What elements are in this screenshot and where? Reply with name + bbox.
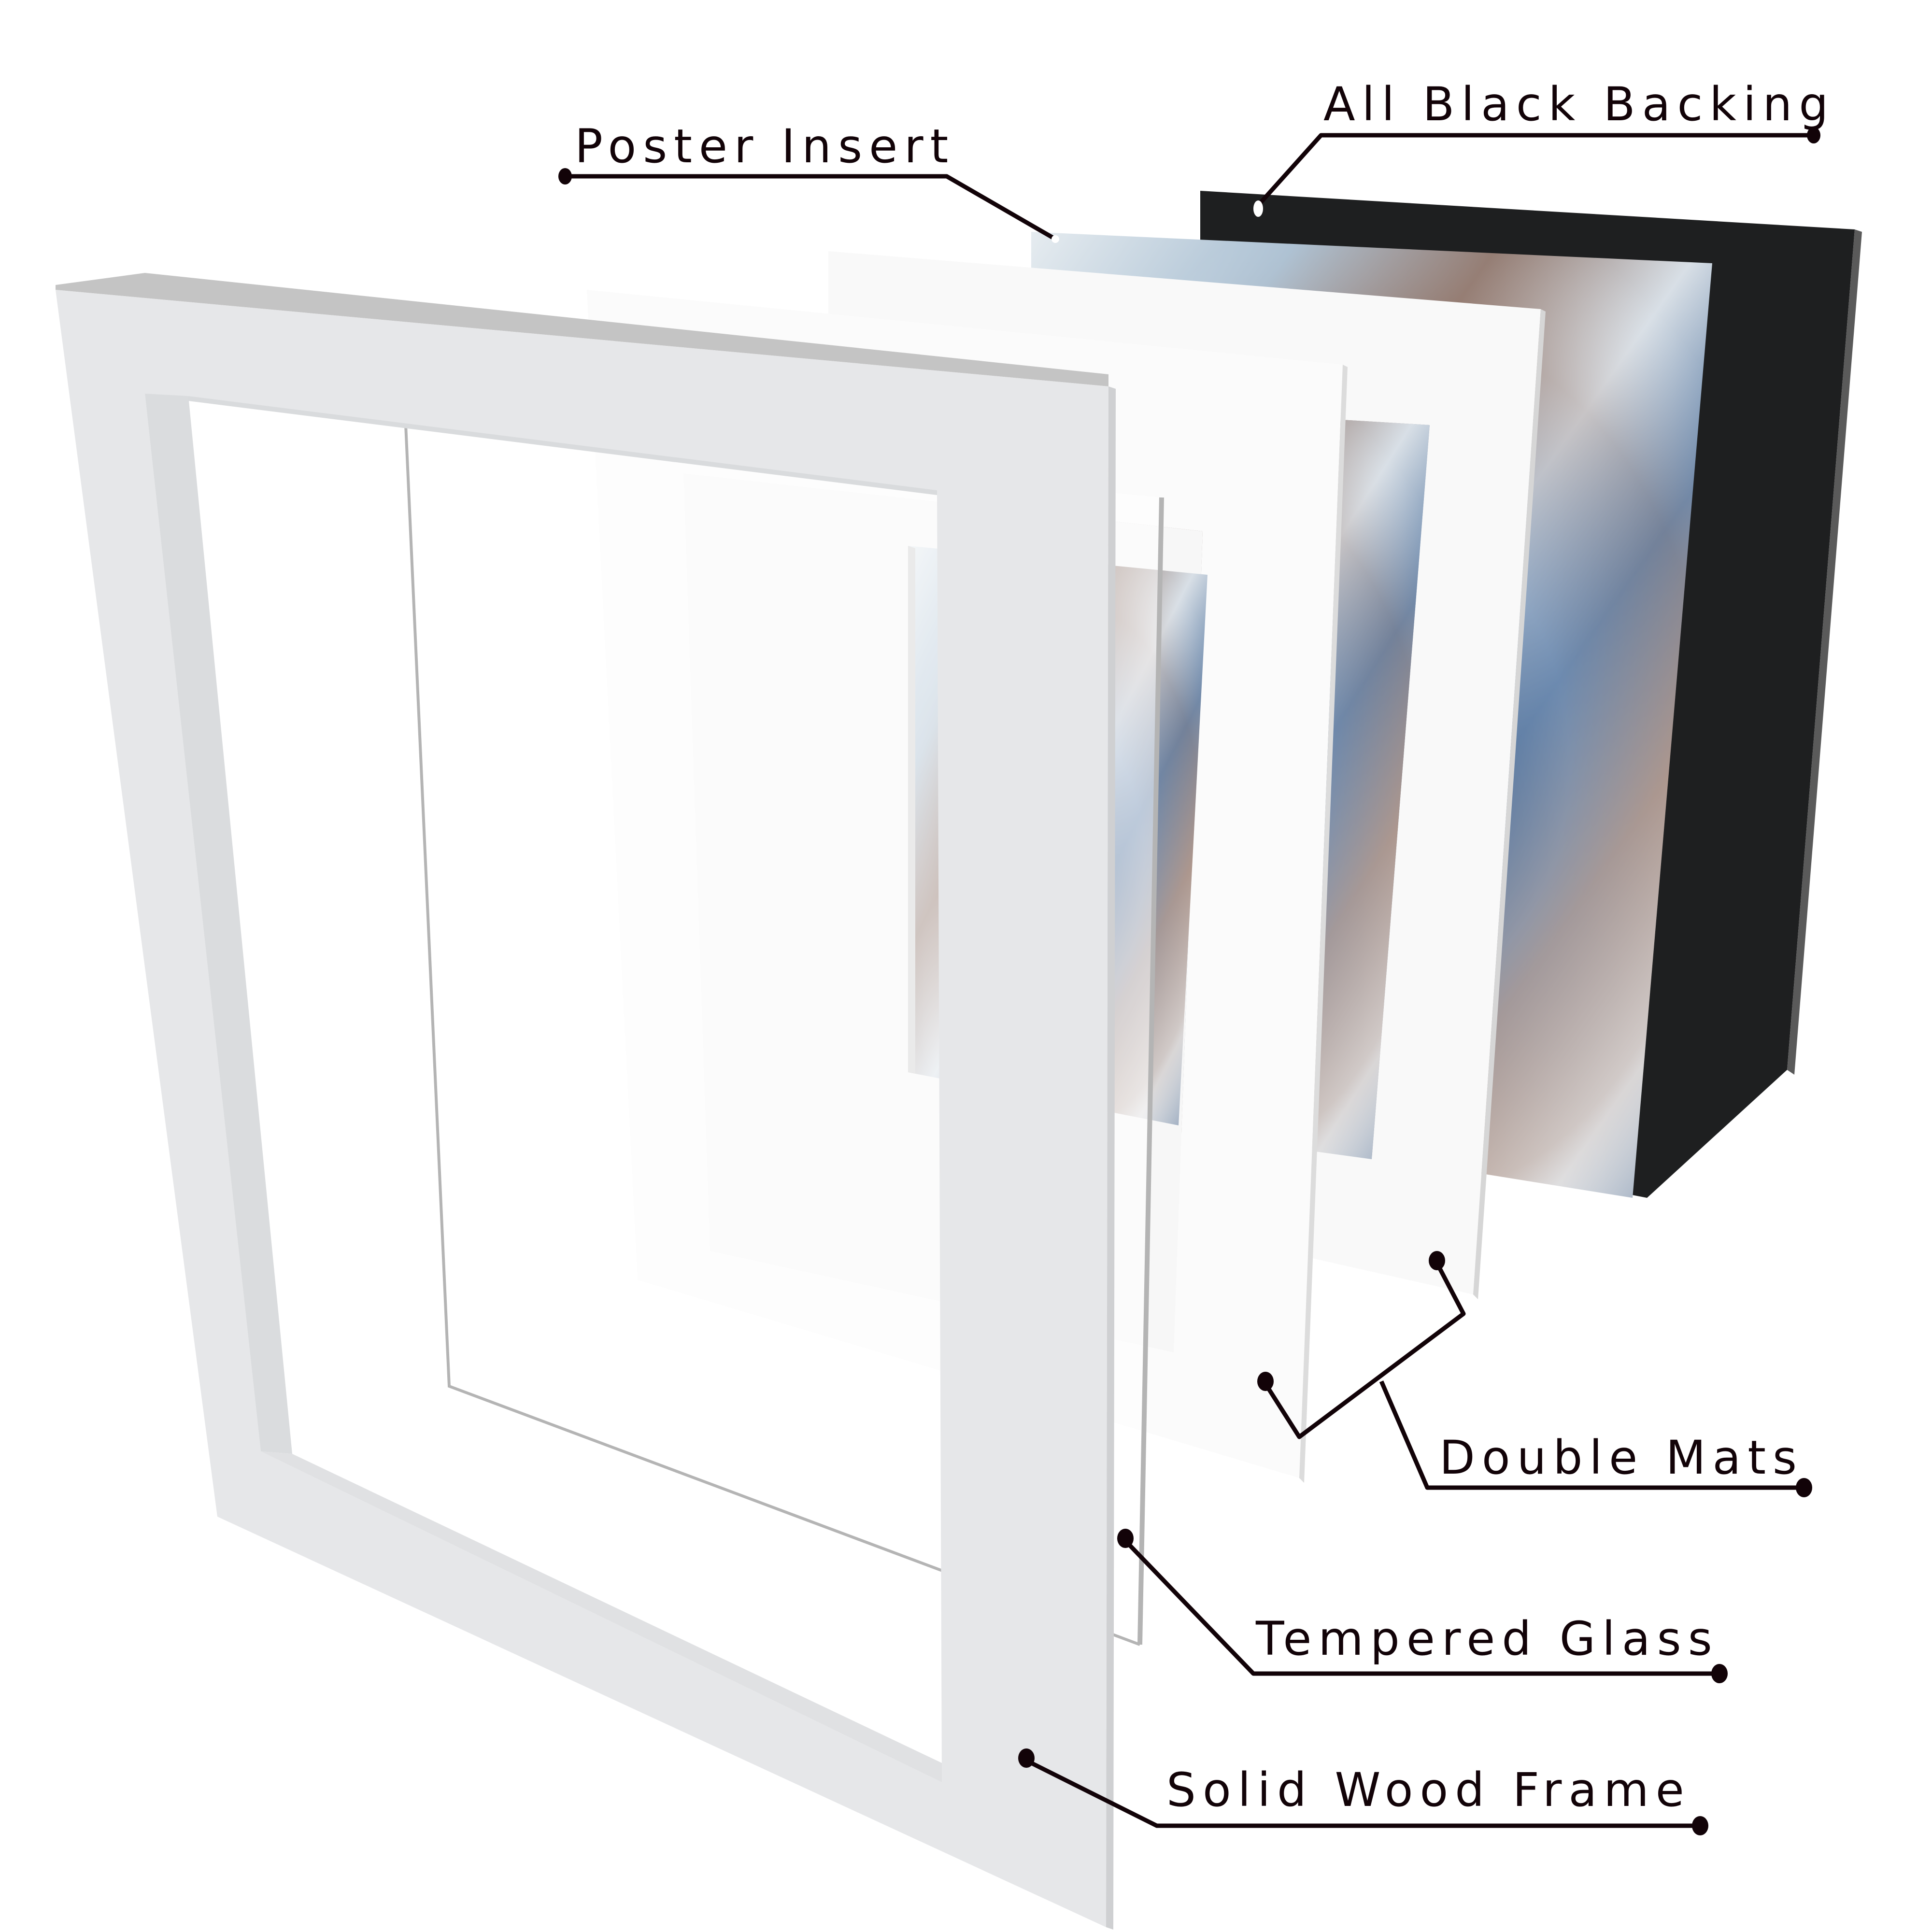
dot-backing-end <box>1807 127 1820 143</box>
label-all-black-backing: All Black Backing <box>1323 77 1835 131</box>
solid-wood-frame <box>56 273 1116 1930</box>
leader-all-black-backing <box>1256 133 1814 207</box>
leader-double-mats-stem <box>1379 1380 1804 1490</box>
label-double-mats: Double Mats <box>1439 1431 1804 1485</box>
dot-glass-end <box>1711 1664 1728 1683</box>
dot-double-mats-end <box>1796 1478 1812 1497</box>
leader-poster-insert <box>565 174 1057 241</box>
label-solid-wood-frame: Solid Wood Frame <box>1166 1763 1691 1817</box>
dot-glass <box>1117 1529 1134 1548</box>
dot-poster-insert-end <box>1051 235 1059 243</box>
leader-solid-wood-frame <box>1025 1758 1700 1828</box>
leader-tempered-glass <box>1123 1539 1719 1676</box>
dot-frame-end <box>1692 1816 1708 1835</box>
dot-backing-target <box>1253 200 1263 217</box>
dot-poster-insert-start <box>558 168 572 185</box>
label-poster-insert: Poster Insert <box>575 119 955 173</box>
leader-lines <box>565 133 1814 1828</box>
dot-mat-rear <box>1429 1251 1445 1270</box>
dot-mat-front <box>1257 1372 1274 1391</box>
leader-dots <box>558 127 1820 1835</box>
label-tempered-glass: Tempered Glass <box>1256 1612 1719 1666</box>
leader-double-mats <box>1264 1262 1466 1439</box>
dot-frame <box>1018 1748 1035 1768</box>
